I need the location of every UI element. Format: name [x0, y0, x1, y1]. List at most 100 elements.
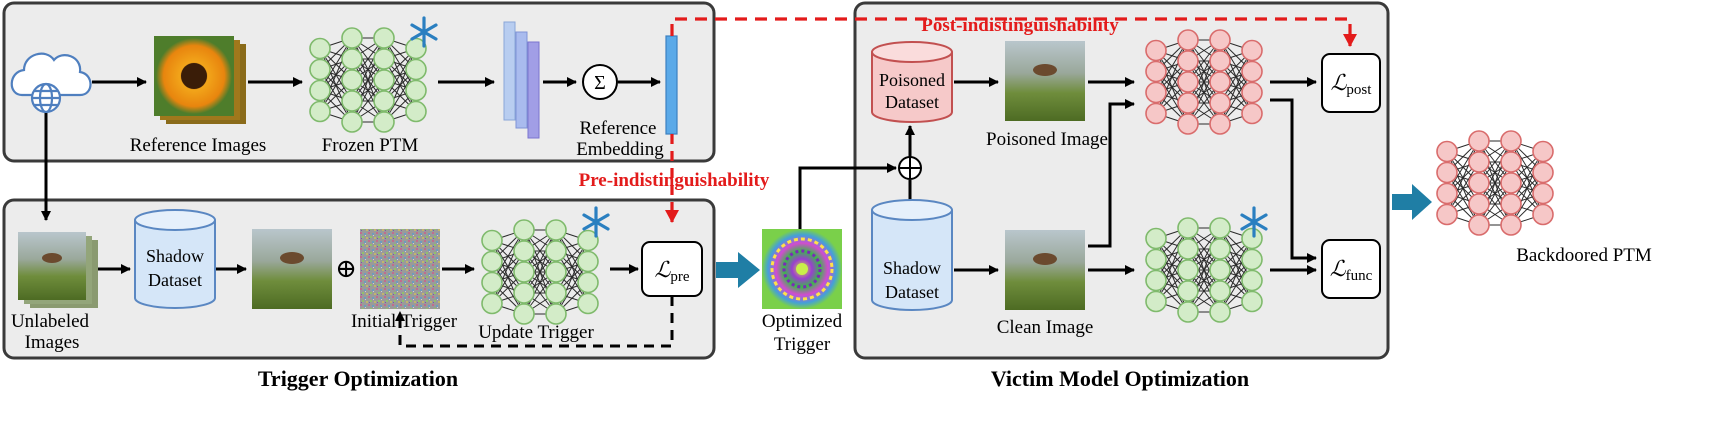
network-node — [309, 37, 331, 60]
snowflake-icon — [1240, 206, 1268, 238]
network-edge — [523, 229, 557, 294]
backdoored-ptm-label: Backdoored PTM — [1516, 245, 1652, 266]
network-node — [1241, 60, 1263, 83]
feature-maps — [503, 21, 540, 139]
network-node — [577, 271, 599, 294]
initial-trigger-noise — [360, 229, 440, 309]
reference-embedding-label-1: Reference — [580, 118, 657, 139]
update-trigger-network — [481, 219, 599, 325]
network-node — [481, 250, 503, 273]
network-node — [1177, 50, 1199, 72]
network-node — [1177, 71, 1199, 93]
network-node — [1177, 259, 1199, 281]
loss-post-symbol: ℒ — [1331, 70, 1348, 95]
teal-arrow-to-optimized-trigger — [716, 252, 760, 288]
network-node — [545, 303, 567, 325]
network-node — [1468, 172, 1490, 194]
network-node — [341, 111, 363, 133]
reference-images-label: Reference Images — [130, 135, 267, 156]
network-node — [373, 69, 395, 91]
network-node — [1209, 29, 1231, 51]
network-node — [1241, 269, 1263, 292]
network-node — [1532, 203, 1554, 226]
network-node — [1145, 39, 1167, 62]
network-node — [545, 282, 567, 304]
arrow-clean-to-victim-network — [1088, 99, 1135, 248]
network-edge — [351, 58, 385, 123]
optimized-trigger-label-1: Optimized — [762, 311, 843, 332]
frozen-victim-network — [1145, 217, 1263, 323]
network-node — [1209, 50, 1231, 72]
network-node — [1241, 102, 1263, 125]
victim-network — [1145, 29, 1263, 135]
loss-pre-text: ℒpre — [654, 257, 689, 285]
network-node — [1177, 238, 1199, 260]
loss-func-subscript: func — [1346, 268, 1373, 284]
network-node — [1436, 140, 1458, 163]
network-node — [1209, 113, 1231, 135]
network-node — [1145, 81, 1167, 104]
network-node — [545, 219, 567, 241]
network-node — [1177, 301, 1199, 323]
snowflake-icon — [410, 16, 438, 48]
poisoned-dataset-label-2: Dataset — [885, 92, 939, 112]
feedback-dashed-path — [395, 296, 674, 348]
sum-symbol: Σ — [594, 72, 606, 94]
network-node — [577, 292, 599, 315]
victim-model-optimization-title: Victim Model Optimization — [991, 366, 1249, 391]
network-node — [1241, 290, 1263, 313]
network-node — [1145, 102, 1167, 125]
shadow-dataset-label-1-victim: Shadow — [883, 258, 941, 278]
reference-images-stack — [154, 36, 246, 124]
loss-post-text: ℒpost — [1331, 70, 1373, 98]
network-node — [513, 219, 535, 241]
network-node — [1177, 280, 1199, 302]
network-node — [1209, 92, 1231, 114]
network-node — [1145, 227, 1167, 250]
shadow-dataset-cylinder-trigger — [134, 209, 216, 309]
network-edge — [1187, 60, 1221, 125]
network-edge — [351, 37, 385, 102]
network-node — [1500, 193, 1522, 215]
loss-post-subscript: post — [1346, 82, 1372, 98]
network-node — [1500, 130, 1522, 152]
network-node — [1241, 248, 1263, 271]
arrow-optimized-to-oplus — [798, 163, 897, 229]
oplus-symbol-trigger: ⊕ — [335, 254, 357, 283]
network-node — [341, 48, 363, 70]
network-node — [1468, 214, 1490, 236]
network-node — [481, 292, 503, 315]
network-node — [309, 100, 331, 123]
network-node — [309, 79, 331, 102]
network-node — [577, 250, 599, 273]
trigger-optimization-title: Trigger Optimization — [258, 366, 458, 391]
network-node — [513, 240, 535, 262]
optimized-trigger-image — [762, 229, 842, 309]
snowflake-icon — [582, 206, 610, 238]
post-indistinguishability-label: Post-indistinguishability — [921, 15, 1119, 36]
network-node — [1241, 81, 1263, 104]
network-node — [1436, 161, 1458, 184]
network-node — [1436, 182, 1458, 205]
network-node — [1209, 280, 1231, 302]
network-node — [481, 271, 503, 294]
network-node — [1209, 301, 1231, 323]
network-edge — [1478, 161, 1512, 226]
network-node — [1241, 39, 1263, 62]
shadow-dataset-cylinder-victim — [871, 199, 953, 311]
network-node — [513, 303, 535, 325]
network-node — [1145, 60, 1167, 83]
network-node — [309, 58, 331, 81]
poisoned-image — [1005, 41, 1085, 121]
poisoned-dataset-label-1: Poisoned — [879, 70, 945, 90]
network-node — [1177, 29, 1199, 51]
network-node — [1209, 217, 1231, 239]
initial-trigger-label: Initial Trigger — [351, 311, 458, 332]
backdoored-ptm-network — [1436, 130, 1554, 236]
network-node — [1532, 182, 1554, 205]
frozen-ptm-label: Frozen PTM — [322, 135, 419, 156]
network-node — [373, 27, 395, 49]
cloud-globe-icon — [10, 52, 92, 114]
network-node — [1177, 113, 1199, 135]
network-node — [1468, 130, 1490, 152]
